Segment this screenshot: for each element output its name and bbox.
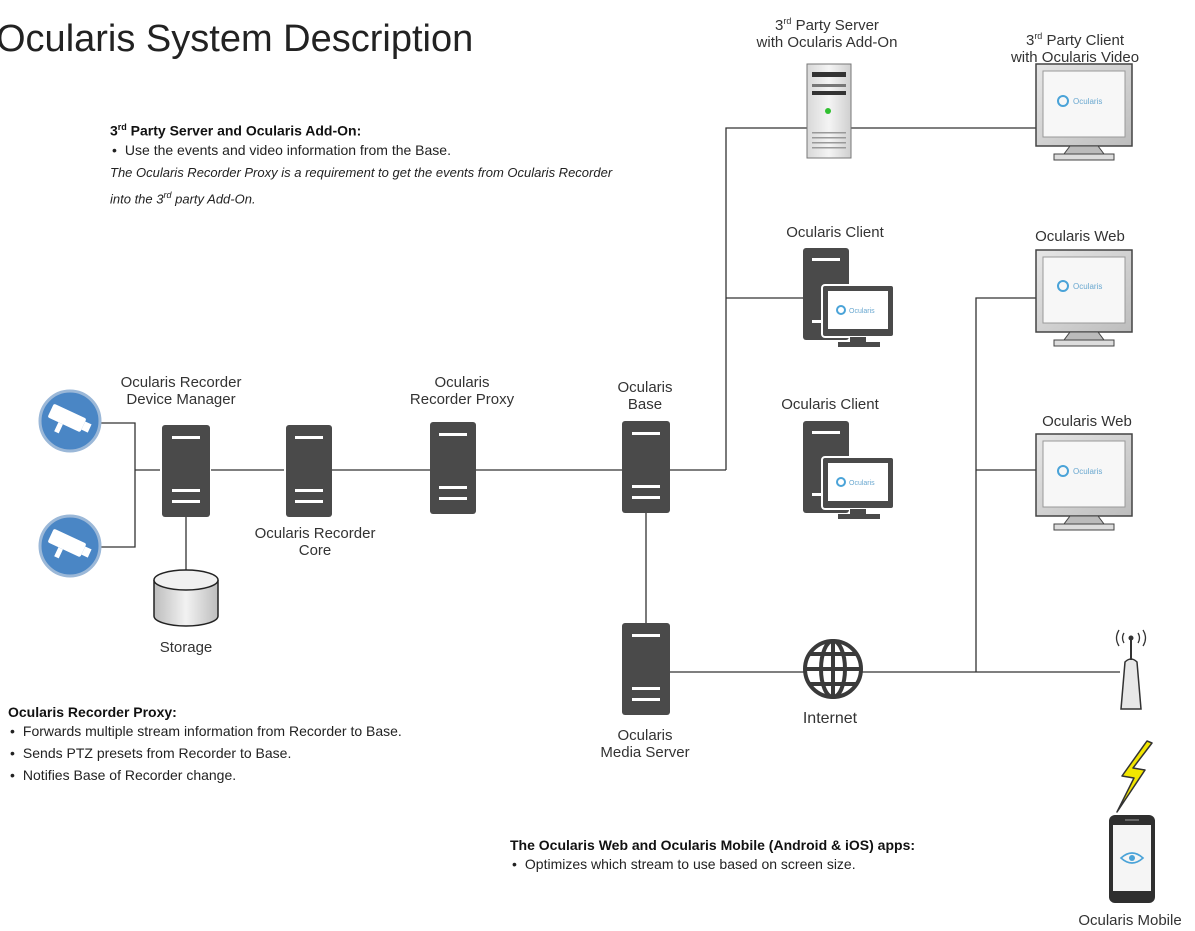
mobile-phone-icon <box>1109 815 1155 903</box>
recorder-proxy-server-icon <box>430 422 476 514</box>
ocularis-client-2-label: Ocularis Client <box>781 396 879 413</box>
base-label-line1: Ocularis <box>617 379 673 396</box>
third-party-note-heading: 3rd Party Server and Ocularis Add-On: <box>110 122 362 139</box>
web-mobile-note-bullet: Optimizes which stream to use based on s… <box>510 853 915 875</box>
connection-lines <box>100 127 1120 673</box>
recorder-proxy-label: Ocularis Recorder Proxy <box>372 374 552 408</box>
ocularis-client-1-label: Ocularis Client <box>786 224 884 241</box>
proxy-note-bullet-1: Forwards multiple stream information fro… <box>8 720 402 742</box>
svg-text:Ocularis: Ocularis <box>849 480 875 487</box>
proxy-note-heading: Ocularis Recorder Proxy: <box>8 704 177 720</box>
camera-icon-2 <box>38 514 102 578</box>
third-party-client-label-line2: with Ocularis Video <box>1010 49 1140 66</box>
third-party-note-italic-1: The Ocularis Recorder Proxy is a require… <box>110 164 613 180</box>
third-party-server-label: 3rd Party Server with Ocularis Add-On <box>722 13 932 51</box>
third-party-note-bullet: Use the events and video information fro… <box>110 139 612 161</box>
ocularis-client-2-icon: Ocularis <box>803 421 895 519</box>
recorder-core-label: Ocularis Recorder Core <box>230 525 400 559</box>
ocularis-web-2-label: Ocularis Web <box>1042 413 1132 430</box>
media-server-icon <box>622 623 670 715</box>
third-party-server-label-line1: 3rd Party Server <box>775 16 879 34</box>
device-manager-label: Ocularis Recorder Device Manager <box>96 374 266 408</box>
internet-label: Internet <box>802 710 858 727</box>
recorder-core-server-icon <box>286 425 332 517</box>
media-server-label: Ocularis Media Server <box>575 727 715 761</box>
svg-text:Ocularis: Ocularis <box>1073 282 1102 291</box>
globe-icon <box>803 639 863 699</box>
third-party-client-label-line1: 3rd Party Client <box>1025 31 1125 49</box>
recorder-core-label-line1: Ocularis Recorder <box>254 525 376 542</box>
ocularis-web-1-label: Ocularis Web <box>1035 228 1125 245</box>
proxy-note: Ocularis Recorder Proxy: Forwards multip… <box>8 704 402 786</box>
proxy-note-bullet-2: Sends PTZ presets from Recorder to Base. <box>8 742 402 764</box>
recorder-proxy-label-line1: Ocularis <box>434 374 490 391</box>
wireless-link-lightning-icon <box>1116 740 1153 813</box>
storage-label: Storage <box>159 639 213 656</box>
device-manager-label-line2: Device Manager <box>126 391 236 408</box>
device-manager-label-line1: Ocularis Recorder <box>120 374 242 391</box>
recorder-core-label-line2: Core <box>298 542 332 559</box>
clients-trunk-line <box>725 127 808 470</box>
base-server-icon <box>622 421 670 513</box>
third-party-client-monitor-icon: Ocularis <box>1035 63 1133 161</box>
camera-link-line <box>100 422 136 548</box>
third-party-server-icon <box>806 63 852 159</box>
svg-text:Ocularis: Ocularis <box>1073 97 1102 106</box>
third-party-client-label: 3rd Party Client with Ocularis Video <box>990 28 1160 66</box>
base-label: Ocularis Base <box>585 379 705 413</box>
web-mobile-note: The Ocularis Web and Ocularis Mobile (An… <box>510 837 915 875</box>
storage-icon <box>153 569 219 627</box>
ocularis-client-1-icon: Ocularis <box>803 248 895 347</box>
web-trunk-line <box>975 297 1036 672</box>
svg-text:Ocularis: Ocularis <box>1073 467 1102 476</box>
mobile-label: Ocularis Mobile <box>1078 912 1182 929</box>
page-title: Ocularis System Description <box>0 18 474 60</box>
media-server-label-line2: Media Server <box>600 744 690 761</box>
base-label-line2: Base <box>627 396 663 413</box>
third-party-note-italic-2: into the 3rd party Add-On. <box>110 189 256 206</box>
web-mobile-note-heading: The Ocularis Web and Ocularis Mobile (An… <box>510 837 916 853</box>
third-party-server-label-line2: with Ocularis Add-On <box>756 34 898 51</box>
proxy-note-bullet-3: Notifies Base of Recorder change. <box>8 764 402 786</box>
camera-icon-1 <box>38 389 102 453</box>
svg-text:Ocularis: Ocularis <box>849 308 875 315</box>
wireless-access-point-icon <box>1115 629 1147 710</box>
media-server-label-line1: Ocularis <box>617 727 673 744</box>
recorder-proxy-label-line2: Recorder Proxy <box>409 391 515 408</box>
third-party-note: 3rd Party Server and Ocularis Add-On: Us… <box>110 122 612 210</box>
ocularis-web-2-monitor-icon: Ocularis <box>1035 433 1133 531</box>
device-manager-server-icon <box>162 425 210 517</box>
ocularis-web-1-monitor-icon: Ocularis <box>1035 249 1133 347</box>
